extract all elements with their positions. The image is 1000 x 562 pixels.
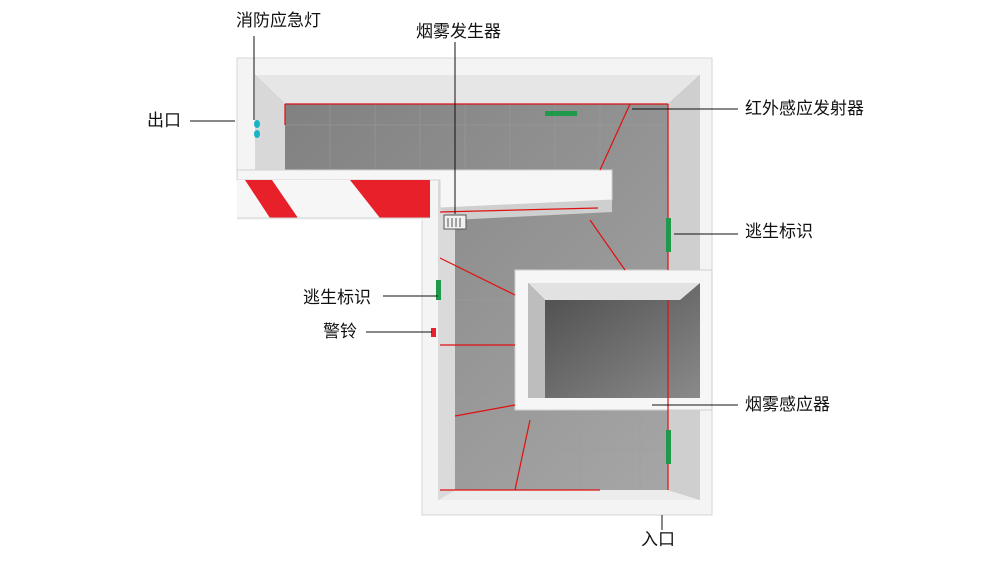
- label-infrared-emitter: 红外感应发射器: [745, 99, 864, 119]
- hazard-stripe: [245, 180, 298, 218]
- label-escape-sign-right: 逃生标识: [745, 222, 813, 242]
- label-escape-sign-left: 逃生标识: [303, 288, 371, 308]
- divider-wall: [236, 169, 613, 220]
- emergency-light-icon: [254, 130, 260, 138]
- label-smoke-generator: 烟雾发生器: [416, 22, 501, 42]
- label-fire-emergency-light: 消防应急灯: [236, 11, 321, 31]
- label-exit: 出口: [147, 111, 181, 131]
- escape-sign-icon: [545, 111, 577, 116]
- escape-sign-icon: [666, 218, 671, 252]
- escape-sign-icon: [666, 430, 671, 464]
- emergency-light-icon: [254, 120, 260, 128]
- central-block: [514, 269, 713, 411]
- devices: [254, 111, 671, 464]
- laser-beams: [284, 103, 669, 491]
- label-entrance: 入口: [641, 530, 675, 550]
- escape-sign-icon: [436, 280, 441, 300]
- leader-lines: [190, 36, 738, 530]
- hazard-stripe: [350, 180, 430, 218]
- label-smoke-sensor: 烟雾感应器: [745, 395, 830, 415]
- smoke-generator-icon: [443, 214, 467, 230]
- alarm-bell-icon: [431, 328, 436, 337]
- label-alarm-bell: 警铃: [323, 322, 357, 342]
